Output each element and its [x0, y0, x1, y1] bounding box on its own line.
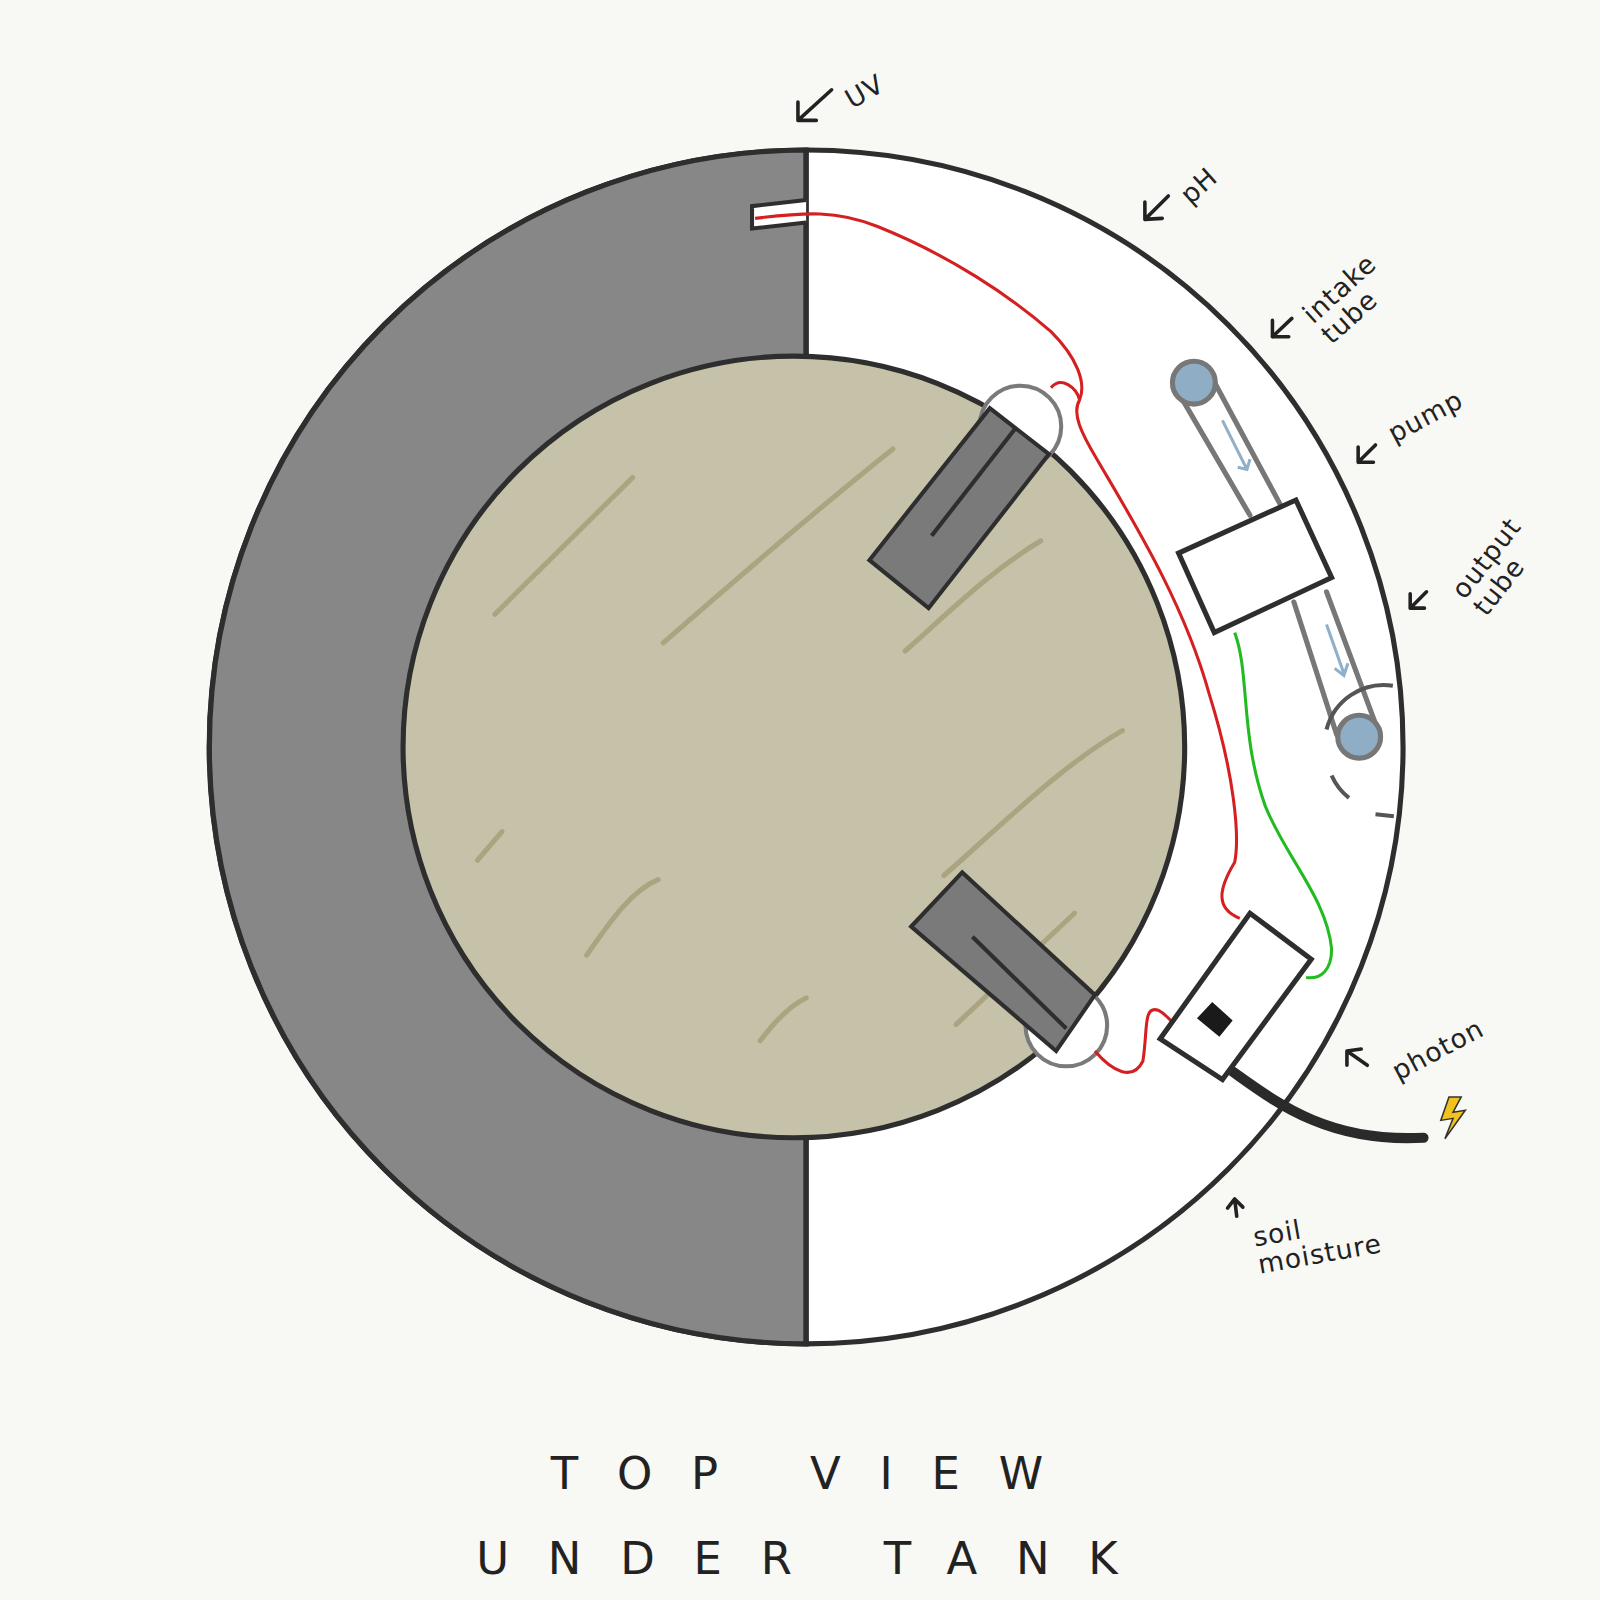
- moisture-label: soil moisture: [1251, 1203, 1384, 1280]
- intake-label: intake tube: [1298, 249, 1400, 349]
- photon-board: [1160, 913, 1311, 1079]
- output-tube: [1338, 715, 1381, 758]
- pump: [1179, 500, 1332, 633]
- outer-ring: [209, 150, 1403, 1344]
- wire: [755, 214, 1240, 918]
- probe: [911, 872, 1095, 1051]
- intake-tube: [1172, 361, 1215, 404]
- caption: TOP VIEW UNDER TANK: [449, 1431, 1184, 1600]
- soil-disc: [403, 356, 1185, 1138]
- power-symbol: [1441, 1097, 1465, 1139]
- ph-label: pH: [1176, 163, 1224, 210]
- output-label: output tube: [1447, 513, 1549, 621]
- pump-label: pump: [1384, 386, 1468, 448]
- uv-label: UV: [841, 70, 889, 114]
- photon-label: photon: [1388, 1015, 1489, 1086]
- power-cable: [1230, 1069, 1424, 1138]
- probe: [869, 408, 1049, 608]
